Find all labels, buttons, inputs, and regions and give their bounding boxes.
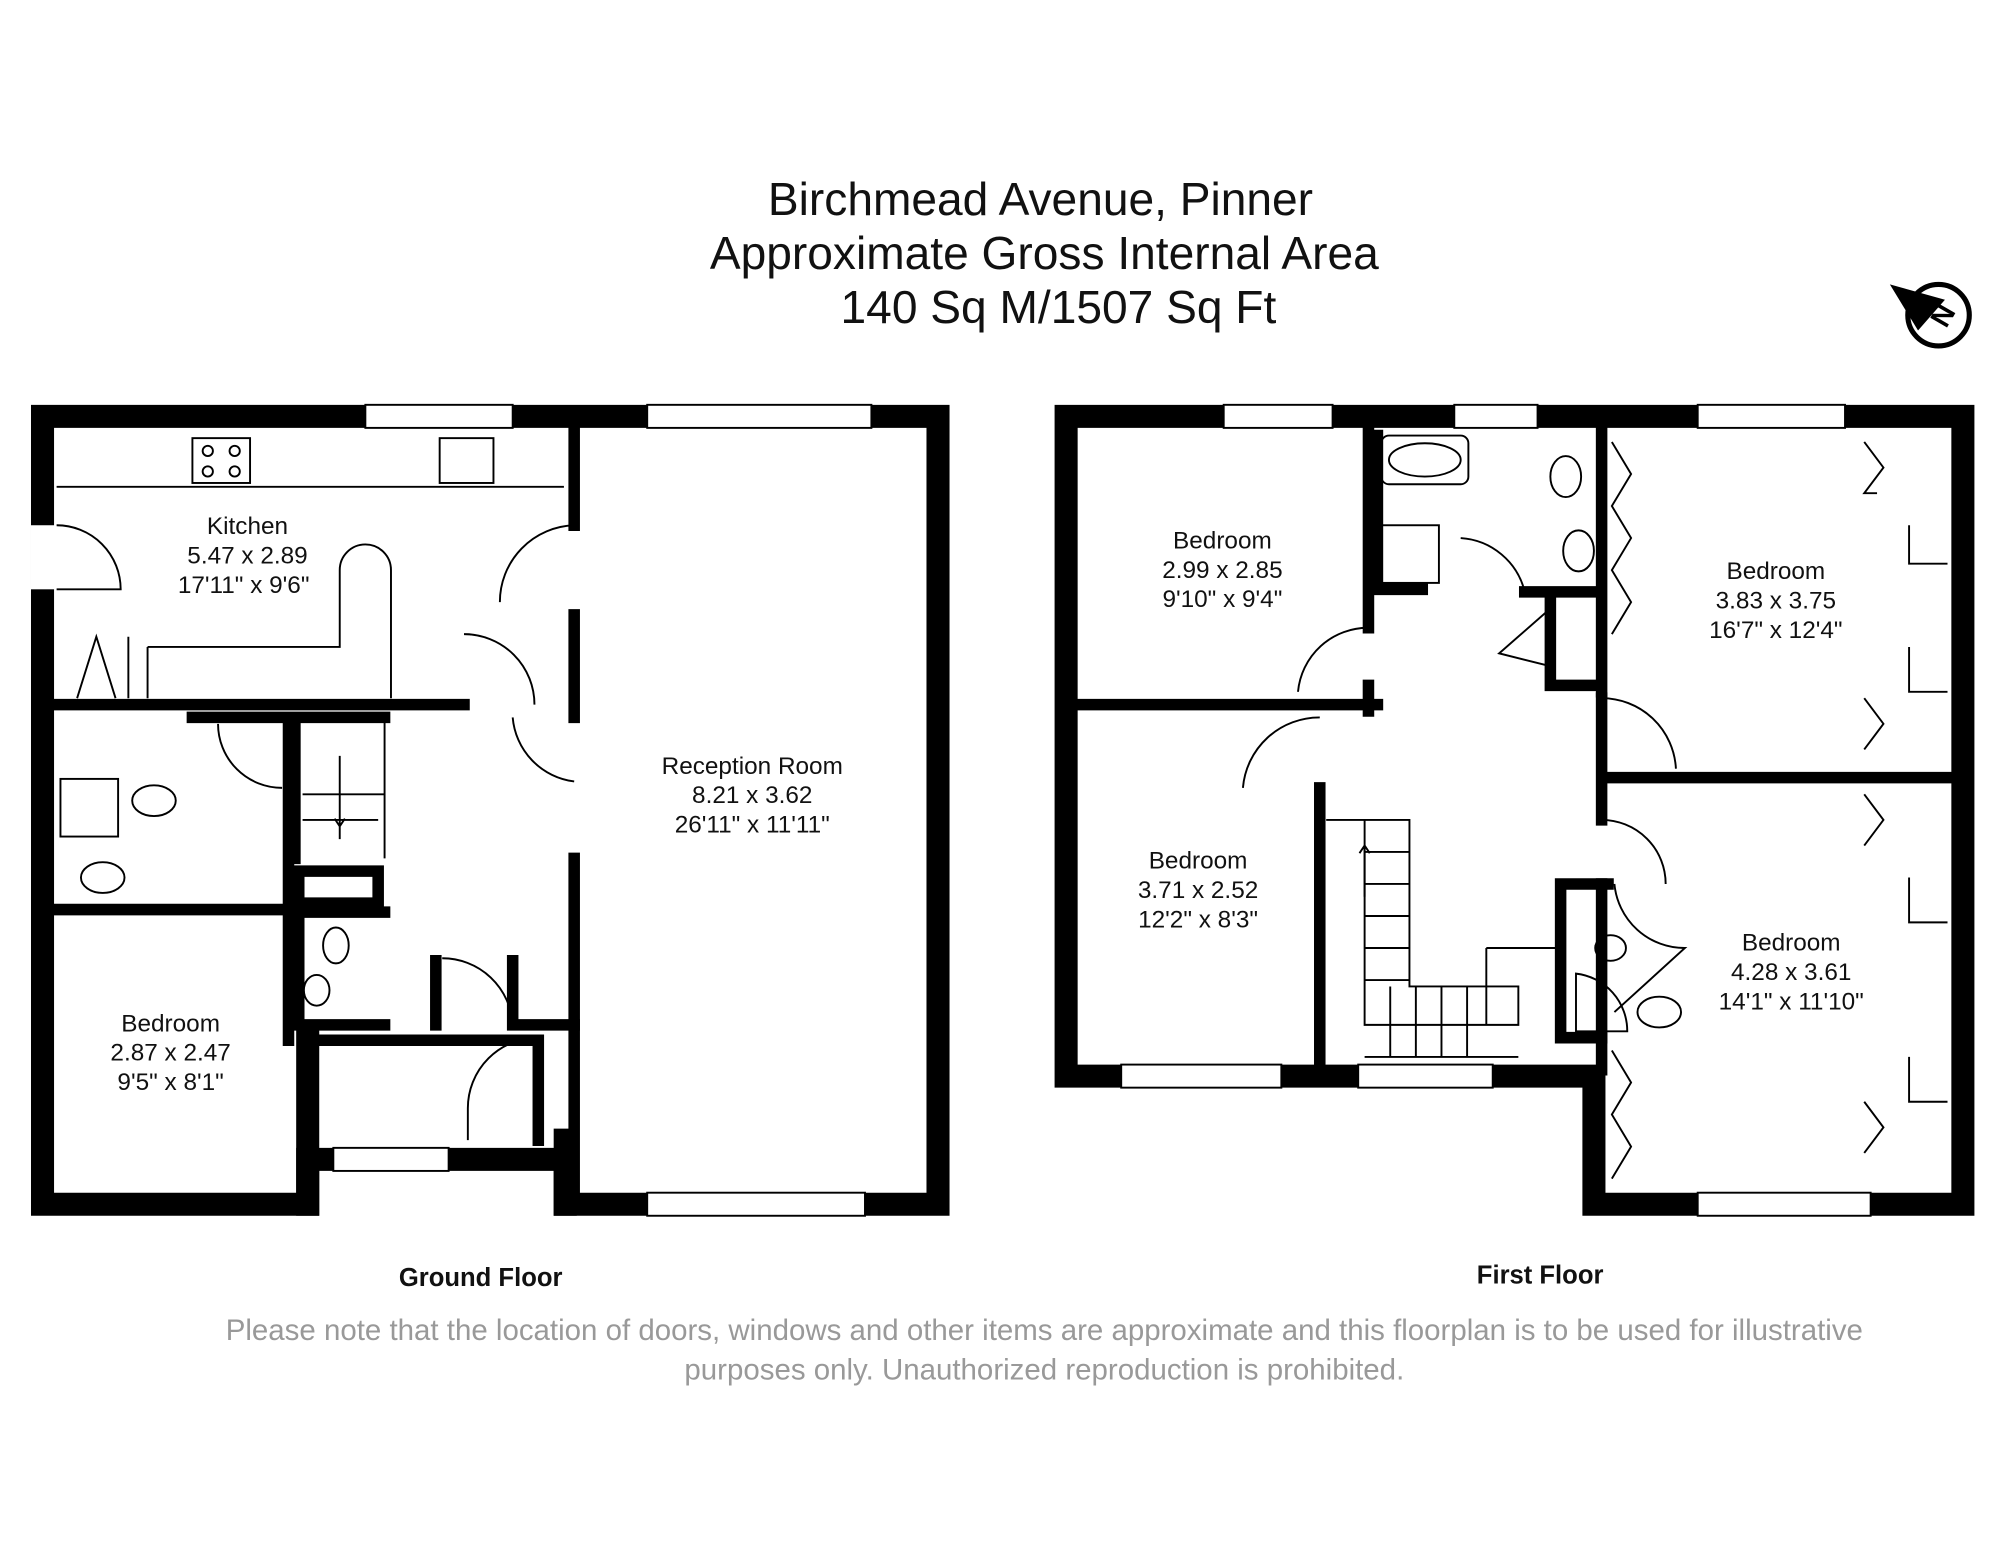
room-metric: 2.87 x 2.47 xyxy=(110,1040,230,1067)
room-name: Bedroom xyxy=(1742,930,1841,957)
north-compass-icon: N xyxy=(1889,281,1972,349)
disclaimer-line2: purposes only. Unauthorized reproduction… xyxy=(684,1354,1404,1387)
title-area-label: Approximate Gross Internal Area xyxy=(710,227,1379,279)
room-name: Reception Room xyxy=(662,753,843,780)
room-metric: 3.83 x 3.75 xyxy=(1716,588,1836,615)
room-imperial: 14'1" x 11'10" xyxy=(1719,989,1864,1016)
room-imperial: 9'10" x 9'4" xyxy=(1162,586,1282,613)
room-name: Bedroom xyxy=(121,1010,220,1037)
room-imperial: 12'2" x 8'3" xyxy=(1138,907,1258,934)
room-name: Kitchen xyxy=(207,513,288,540)
room-metric: 4.28 x 3.61 xyxy=(1731,959,1851,986)
first-floor-label: First Floor xyxy=(1477,1262,1604,1290)
first-floor-plan: Bedroom 2.99 x 2.85 9'10" x 9'4" Bedroom… xyxy=(1054,403,1975,1217)
room-metric: 5.47 x 2.89 xyxy=(187,543,307,570)
room-imperial: 9'5" x 8'1" xyxy=(117,1069,223,1096)
title-address: Birchmead Avenue, Pinner xyxy=(768,173,1313,225)
room-name: Bedroom xyxy=(1173,527,1272,554)
room-metric: 3.71 x 2.52 xyxy=(1138,877,1258,904)
room-imperial: 26'11" x 11'11" xyxy=(675,812,830,839)
ground-floor-label: Ground Floor xyxy=(399,1264,563,1292)
room-metric: 8.21 x 3.62 xyxy=(692,782,812,809)
room-imperial: 17'11" x 9'6" xyxy=(178,572,310,599)
room-name: Bedroom xyxy=(1149,848,1248,875)
title-area-value: 140 Sq M/1507 Sq Ft xyxy=(841,281,1277,333)
room-imperial: 16'7" x 12'4" xyxy=(1709,617,1842,644)
room-metric: 2.99 x 2.85 xyxy=(1162,557,1282,584)
disclaimer-line1: Please note that the location of doors, … xyxy=(226,1314,1863,1347)
ground-floor-plan: Kitchen 5.47 x 2.89 17'11" x 9'6" Recept… xyxy=(30,403,950,1217)
room-name: Bedroom xyxy=(1726,558,1825,585)
